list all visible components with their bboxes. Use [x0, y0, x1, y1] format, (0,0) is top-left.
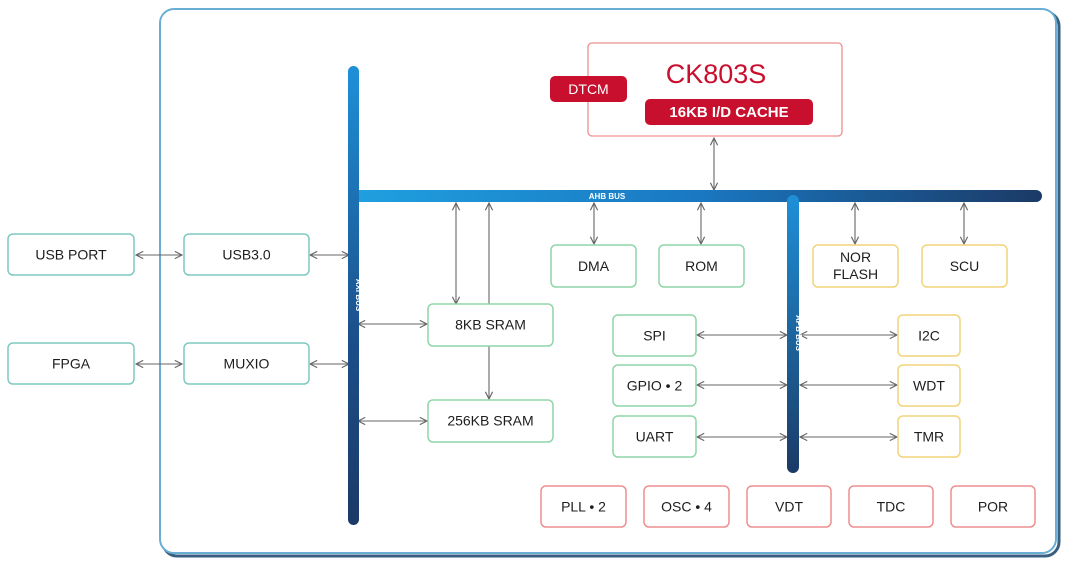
usb3-label: USB3.0	[222, 247, 270, 263]
gpio-label: GPIO • 2	[627, 378, 683, 394]
sram-256kb-block: 256KB SRAM	[427, 399, 554, 443]
dtcm-badge	[550, 76, 627, 102]
usb-port-block: USB PORT	[7, 233, 135, 276]
nor-flash-label-line2: FLASH	[833, 266, 878, 282]
wdt-label: WDT	[913, 378, 945, 394]
tmr-block: TMR	[897, 415, 961, 458]
muxio-label: MUXIO	[224, 356, 270, 372]
axi-bus: AXI BUS	[348, 66, 363, 525]
i2c-block: I2C	[897, 314, 961, 357]
muxio-block: MUXIO	[183, 342, 310, 385]
cpu-block: CK803S DTCM 16KB I/D CACHE	[550, 42, 843, 137]
sram-8kb-block: 8KB SRAM	[427, 303, 554, 347]
uart-label: UART	[636, 429, 674, 445]
osc-label: OSC • 4	[661, 499, 712, 515]
fpga-label: FPGA	[52, 356, 91, 372]
fpga-block: FPGA	[7, 342, 135, 385]
ahb-bus-label: AHB BUS	[589, 192, 626, 201]
usb3-block: USB3.0	[183, 233, 310, 276]
spi-label: SPI	[643, 328, 666, 344]
rom-label: ROM	[685, 258, 718, 274]
sram-256kb-label: 256KB SRAM	[447, 413, 533, 429]
pll-label: PLL • 2	[561, 499, 606, 515]
apb-bus-label: APB BUS	[794, 315, 803, 352]
nor-flash-block: NOR FLASH	[812, 244, 899, 288]
nor-flash-label-line1: NOR	[840, 249, 871, 265]
spi-block: SPI	[612, 314, 697, 357]
dma-label: DMA	[578, 258, 610, 274]
i2c-label: I2C	[918, 328, 940, 344]
rom-block: ROM	[658, 244, 745, 288]
por-label: POR	[978, 499, 1008, 515]
por-block: POR	[950, 485, 1036, 528]
tmr-label: TMR	[914, 429, 944, 445]
dtcm-label: DTCM	[568, 81, 608, 97]
sram-8kb-label: 8KB SRAM	[455, 317, 526, 333]
cache-badge	[645, 99, 813, 125]
scu-block: SCU	[921, 244, 1008, 288]
connectors	[136, 138, 964, 437]
axi-bus-label: AXI BUS	[354, 279, 363, 312]
tdc-block: TDC	[848, 485, 934, 528]
ahb-bus: AHB BUS	[352, 190, 1042, 202]
usb-port-label: USB PORT	[35, 247, 107, 263]
vdt-block: VDT	[746, 485, 832, 528]
pll-block: PLL • 2	[540, 485, 627, 528]
scu-label: SCU	[950, 258, 980, 274]
vdt-label: VDT	[775, 499, 803, 515]
wdt-block: WDT	[897, 364, 961, 407]
osc-block: OSC • 4	[643, 485, 730, 528]
cpu-title: CK803S	[666, 59, 767, 89]
tdc-label: TDC	[877, 499, 906, 515]
cache-label: 16KB I/D CACHE	[669, 104, 788, 121]
dma-block: DMA	[550, 244, 637, 288]
apb-bus: APB BUS	[787, 195, 803, 473]
gpio-block: GPIO • 2	[612, 364, 697, 407]
uart-block: UART	[612, 415, 697, 458]
